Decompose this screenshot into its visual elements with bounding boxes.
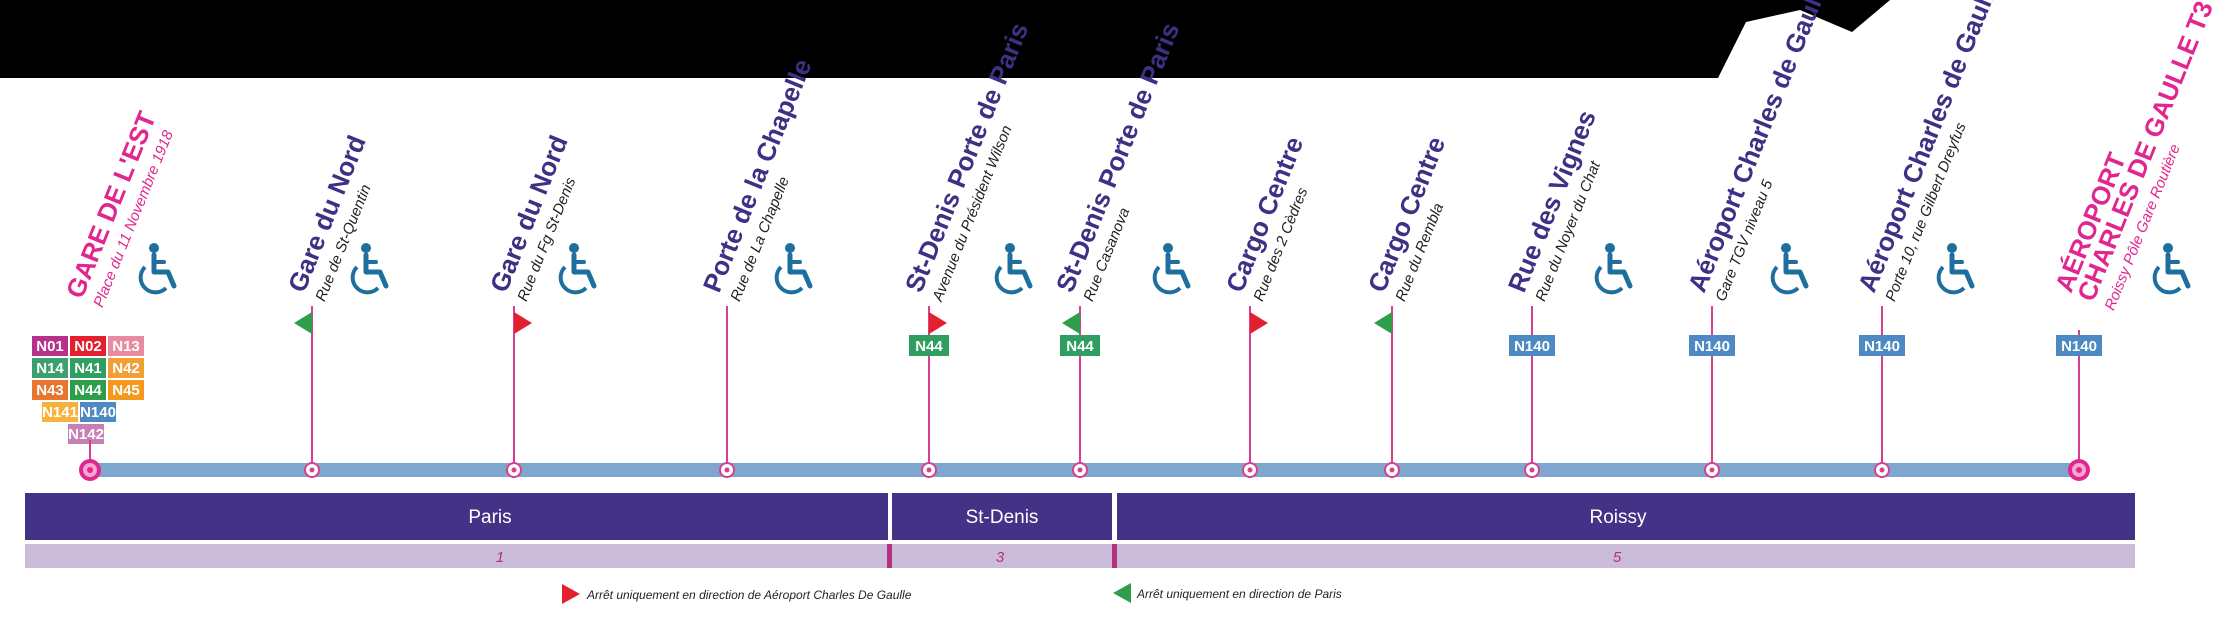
legend-green-text: Arrêt uniquement en direction de Paris — [1136, 587, 1342, 601]
wheelchair-icon — [2152, 243, 2191, 295]
wheelchair-icon — [138, 243, 177, 295]
connection-badge-n02: N02 — [70, 336, 106, 356]
route-badge-label: N44 — [915, 338, 943, 355]
route-badge-label: N140 — [1864, 338, 1900, 355]
route-badge-label: N140 — [1514, 338, 1550, 355]
route-badge-n44: N44 — [1060, 335, 1100, 356]
connection-badge-n14: N14 — [32, 358, 68, 378]
connection-badge-label: N14 — [36, 360, 64, 377]
direction-arrow-green-icon — [1062, 312, 1080, 334]
connection-badge-label: N41 — [74, 360, 102, 377]
zone-divider-1 — [887, 544, 892, 568]
wheelchair-icon — [774, 243, 813, 295]
direction-arrow-green-icon — [294, 312, 312, 334]
zone-label-st-denis: St-Denis — [966, 507, 1039, 528]
route-badge-n140: N140 — [1689, 335, 1735, 356]
connection-badge-n41: N41 — [70, 358, 106, 378]
wheelchair-icon — [558, 243, 597, 295]
connection-badge-n142: N142 — [68, 424, 104, 444]
connection-badge-label: N13 — [112, 338, 140, 355]
stop-dot-core — [724, 467, 730, 473]
zone-bar-st-denis — [892, 493, 1112, 540]
wheelchair-icon — [1594, 243, 1633, 295]
wheelchair-icon — [350, 243, 389, 295]
connection-badge-n43: N43 — [32, 380, 68, 400]
connection-badge-n13: N13 — [108, 336, 144, 356]
zone-bar-paris — [25, 493, 888, 540]
stop-dot-core — [1077, 467, 1083, 473]
route-badge-n44: N44 — [909, 335, 949, 356]
connection-badge-label: N42 — [112, 360, 140, 377]
terminus-dot-core — [87, 467, 93, 473]
direction-arrow-red-icon — [1250, 312, 1268, 334]
zone-divider-2 — [1112, 544, 1117, 568]
fare-bar-1 — [25, 544, 888, 568]
stop-dot-core — [511, 467, 517, 473]
route-badge-n140: N140 — [2056, 335, 2102, 356]
route-badge-label: N44 — [1066, 338, 1094, 355]
connection-badge-n01: N01 — [32, 336, 68, 356]
connection-badge-n45: N45 — [108, 380, 144, 400]
stop-dot-core — [1879, 467, 1885, 473]
wheelchair-icon — [1770, 243, 1809, 295]
route-badge-label: N140 — [2061, 338, 2097, 355]
connection-badge-label: N141 — [42, 404, 78, 421]
connection-badge-n140: N140 — [80, 402, 116, 422]
connection-badge-label: N44 — [74, 382, 102, 399]
direction-arrow-red-icon — [929, 312, 947, 334]
fare-bar-5 — [1117, 544, 2135, 568]
stop-dot-core — [309, 467, 315, 473]
legend-red-arrow-icon — [562, 584, 580, 604]
legend-red-text: Arrêt uniquement en direction de Aéropor… — [586, 588, 912, 602]
connection-badge-n42: N42 — [108, 358, 144, 378]
fare-label-3: 3 — [996, 549, 1005, 566]
connection-badge-label: N140 — [80, 404, 116, 421]
fare-label-1: 1 — [496, 549, 504, 566]
connection-badge-label: N142 — [68, 426, 104, 443]
direction-arrow-red-icon — [514, 312, 532, 334]
stop-dot-core — [1389, 467, 1395, 473]
connection-badge-n44: N44 — [70, 380, 106, 400]
zone-bars: Paris St-Denis Roissy 1 3 5 — [25, 493, 2135, 568]
stop-dots — [79, 459, 2090, 481]
legend: Arrêt uniquement en direction de Aéropor… — [562, 583, 1342, 604]
connection-badge-label: N01 — [36, 338, 64, 355]
wheelchair-icon — [1936, 243, 1975, 295]
route-badge-n140: N140 — [1859, 335, 1905, 356]
wheelchair-icon — [1152, 243, 1191, 295]
fare-label-5: 5 — [1613, 549, 1622, 566]
zone-label-paris: Paris — [468, 507, 511, 528]
connection-badge-label: N02 — [74, 338, 102, 355]
legend-green-arrow-icon — [1113, 583, 1131, 603]
wheelchair-icon — [994, 243, 1033, 295]
direction-arrow-green-icon — [1374, 312, 1392, 334]
stop-dot-core — [1247, 467, 1253, 473]
route-badge-n140: N140 — [1509, 335, 1555, 356]
stop-dot-core — [1709, 467, 1715, 473]
zone-label-roissy: Roissy — [1589, 507, 1647, 528]
connection-badge-label: N43 — [36, 382, 64, 399]
route-badge-label: N140 — [1694, 338, 1730, 355]
connection-badge-n141: N141 — [42, 402, 78, 422]
stop-dot-core — [926, 467, 932, 473]
connection-badge-label: N45 — [112, 382, 140, 399]
terminus-dot-core — [2076, 467, 2082, 473]
stop-dot-core — [1529, 467, 1535, 473]
fare-bar-3 — [892, 544, 1112, 568]
zone-bar-roissy — [1117, 493, 2135, 540]
